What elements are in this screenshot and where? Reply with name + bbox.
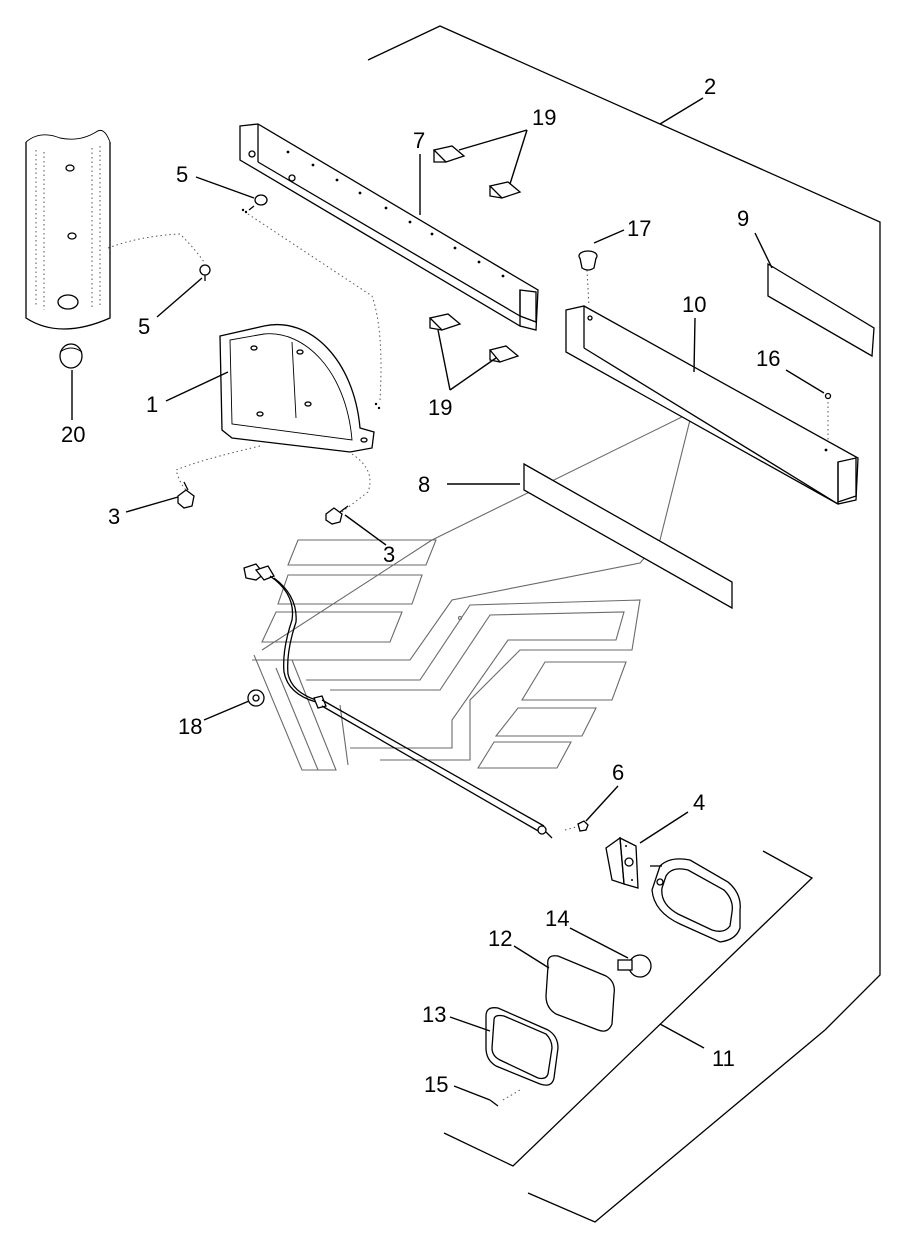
callout-11: 11	[712, 1046, 735, 1071]
mounting-tube	[565, 305, 859, 505]
callout-4: 4	[693, 790, 705, 815]
callout-19-bottom: 19	[428, 395, 452, 420]
channel-holes	[286, 150, 505, 278]
light-bracket	[605, 836, 639, 889]
leader-lines	[71, 97, 825, 1101]
lens-screw	[489, 1099, 499, 1107]
clip-bottom-2	[488, 345, 520, 363]
clip-top-1	[432, 145, 466, 163]
decal-graphic	[252, 410, 693, 771]
bulb	[617, 954, 652, 978]
assembly-2-outline	[367, 25, 881, 1223]
callout-9: 9	[737, 206, 749, 231]
bolt-right	[325, 505, 349, 525]
hex-nut	[577, 820, 589, 832]
callout-7: 7	[413, 128, 425, 153]
screw-dots	[241, 208, 248, 214]
assembly-dotted-lines	[107, 213, 829, 1101]
callout-10: 10	[682, 292, 706, 317]
callout-8: 8	[418, 472, 430, 497]
callout-5-upper: 5	[176, 162, 188, 187]
rubber-grommet	[247, 689, 265, 707]
plug-cap	[59, 343, 83, 369]
callout-15: 15	[424, 1072, 448, 1097]
callout-6: 6	[612, 760, 624, 785]
screw-lower	[199, 264, 211, 281]
decal-strip-8	[523, 462, 733, 610]
callout-2: 2	[704, 74, 716, 99]
grommet	[578, 250, 598, 271]
lens-gasket	[545, 955, 615, 1032]
mounting-channel	[239, 123, 539, 331]
callout-3-left: 3	[108, 504, 120, 529]
callout-1: 1	[146, 392, 158, 417]
callout-16: 16	[756, 346, 780, 371]
callout-5-lower: 5	[138, 314, 150, 339]
callout-13: 13	[422, 1002, 446, 1027]
callout-12: 12	[488, 926, 512, 951]
bolt-left	[177, 481, 195, 509]
clip-top-2	[488, 181, 522, 199]
callout-labels: 1 2 3 3 4 5 5 6 7 8 9 10 11 12 13 14 15 …	[61, 74, 780, 1097]
callout-19-top: 19	[532, 105, 556, 130]
decal-strip-9	[767, 262, 875, 358]
callout-14: 14	[545, 906, 569, 931]
assembly-11-outline	[443, 850, 814, 1167]
callout-3-right: 3	[383, 542, 395, 567]
lens	[485, 1007, 559, 1086]
mounting-bracket	[219, 324, 381, 453]
upright-post	[25, 129, 111, 330]
callout-18: 18	[178, 714, 202, 739]
callout-20: 20	[61, 422, 85, 447]
light-housing	[650, 858, 741, 943]
clip-bottom-1	[428, 313, 462, 331]
wiring-harness	[243, 563, 553, 839]
callout-17: 17	[627, 216, 651, 241]
small-screw	[824, 392, 832, 400]
screw-upper	[248, 194, 268, 211]
